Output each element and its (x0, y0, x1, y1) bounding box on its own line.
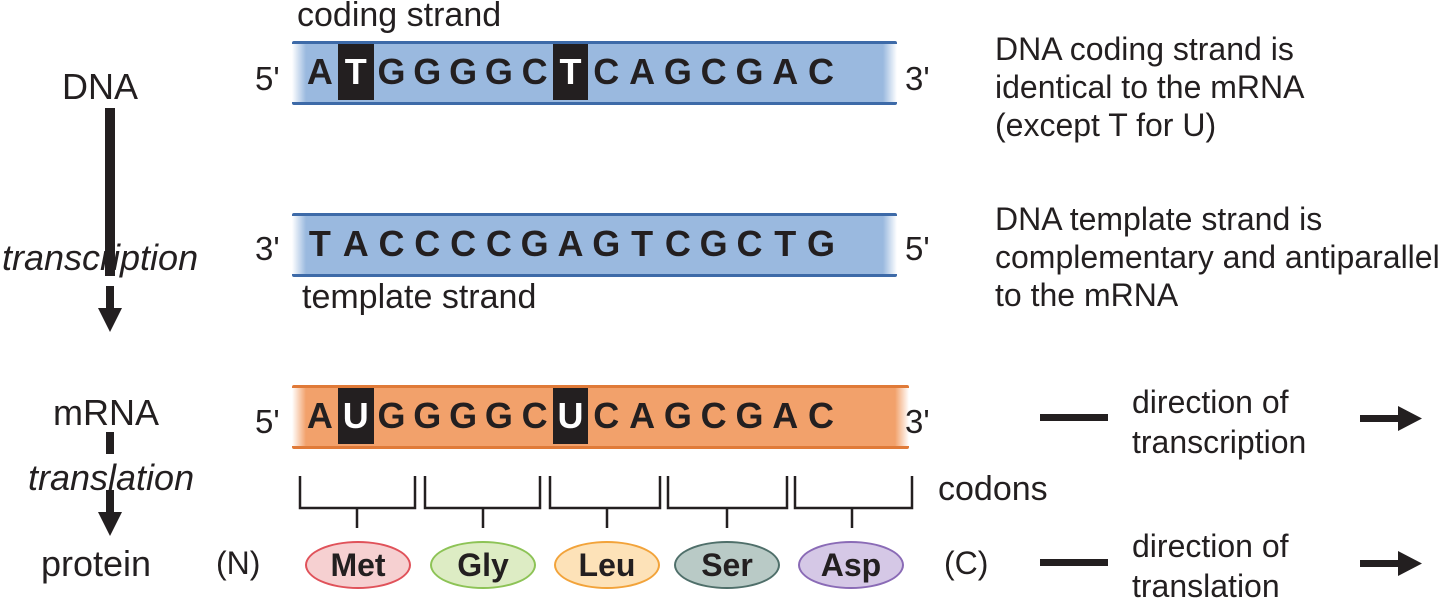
transcription-arrow-shaft (106, 286, 114, 310)
transcription-label: transcription (2, 237, 199, 278)
c-terminus-label: (C) (944, 545, 989, 581)
transcription-bar (105, 108, 115, 276)
template-strand-note: DNA template strand is complementary and… (995, 201, 1440, 313)
transcription-dir-arrow-icon (1360, 406, 1422, 431)
coding-strand-base: G (735, 51, 764, 92)
coding-strand-base: C (700, 51, 727, 92)
mrna-base: G (663, 395, 692, 436)
template-5prime: 5' (905, 230, 930, 267)
mrna-bar (106, 432, 114, 454)
amino-acid-asp: Asp (798, 541, 904, 589)
amino-acid-met: Met (305, 541, 411, 589)
translation-dir-bar (1040, 559, 1108, 566)
codon-bracket-2 (423, 476, 542, 528)
template-strand-base: G (807, 223, 836, 264)
coding-strand-base: T (552, 44, 589, 100)
transcription-direction-note: direction of transcription (1132, 384, 1307, 460)
mrna-base: G (735, 395, 764, 436)
template-strand-base: T (631, 223, 654, 264)
amino-acid-leu: Leu (554, 541, 660, 589)
template-3prime: 3' (255, 230, 280, 267)
mrna-base: C (593, 395, 620, 436)
codon-bracket-4 (666, 476, 789, 528)
template-strand-base: C (485, 223, 512, 264)
mrna-base: A (772, 395, 799, 436)
coding-strand-base: A (629, 51, 656, 92)
template-strand-base: T (774, 223, 797, 264)
mrna-base: U (337, 388, 374, 444)
translation-dir-arrow-icon (1360, 551, 1422, 576)
coding-strand-base: G (449, 51, 478, 92)
template-strand-base: A (342, 223, 369, 264)
template-strand-label: template strand (302, 278, 537, 316)
translation-label: translation (28, 457, 195, 498)
coding-strand-note: DNA coding strand is identical to the mR… (995, 31, 1303, 143)
mrna-base: A (306, 395, 333, 436)
template-strand-base: C (736, 223, 763, 264)
transcription-dir-bar (1040, 414, 1108, 421)
amino-acid-gly: Gly (430, 541, 536, 589)
mrna-base: G (413, 395, 442, 436)
translation-arrow-shaft (106, 490, 114, 514)
mrna-base: C (808, 395, 835, 436)
coding-strand-base: G (377, 51, 406, 92)
mrna-base: C (521, 395, 548, 436)
codon-bracket-3 (548, 476, 662, 528)
template-strand-base: C (450, 223, 477, 264)
dna-label: DNA (62, 66, 139, 107)
template-strand-base: G (520, 223, 549, 264)
codon-bracket-5 (793, 476, 914, 528)
mrna-base: G (377, 395, 406, 436)
coding-strand-base: C (521, 51, 548, 92)
coding-strand-base: A (306, 51, 333, 92)
transcription-arrow-head (98, 308, 122, 332)
coding-strand-base: C (808, 51, 835, 92)
translation-arrow-head (98, 512, 122, 536)
coding-5prime: 5' (255, 60, 280, 97)
coding-strand-label: coding strand (297, 0, 502, 34)
coding-strand-base: T (337, 44, 374, 100)
mrna-5prime: 5' (255, 403, 280, 440)
coding-strand-base: A (772, 51, 799, 92)
template-strand-base: C (378, 223, 405, 264)
coding-strand-base: G (663, 51, 692, 92)
template-strand-base: C (414, 223, 441, 264)
protein-label: protein (41, 543, 152, 584)
template-strand-base: G (699, 223, 728, 264)
mrna-strand-band (292, 385, 909, 449)
template-strand-base: A (557, 223, 584, 264)
template-strand-band (292, 213, 897, 277)
codons-label: codons (938, 470, 1048, 508)
mrna-base: G (449, 395, 478, 436)
template-strand-base: C (664, 223, 691, 264)
n-terminus-label: (N) (216, 545, 261, 581)
translation-direction-note: direction of translation (1132, 528, 1289, 604)
template-strand-base: G (592, 223, 621, 264)
left-flow-arrows (98, 108, 122, 536)
coding-strand-base: C (593, 51, 620, 92)
codon-brackets (298, 476, 914, 528)
coding-strand-base: G (484, 51, 513, 92)
coding-strand-band (292, 41, 897, 105)
mrna-3prime: 3' (905, 403, 930, 440)
mrna-base: G (484, 395, 513, 436)
codon-bracket-1 (298, 476, 417, 528)
mrna-base: U (552, 388, 589, 444)
template-strand-base: T (308, 223, 331, 264)
mrna-base: C (700, 395, 727, 436)
mrna-label: mRNA (53, 392, 159, 433)
coding-strand-base: G (413, 51, 442, 92)
amino-acid-ser: Ser (674, 541, 780, 589)
coding-3prime: 3' (905, 60, 930, 97)
mrna-base: A (629, 395, 656, 436)
